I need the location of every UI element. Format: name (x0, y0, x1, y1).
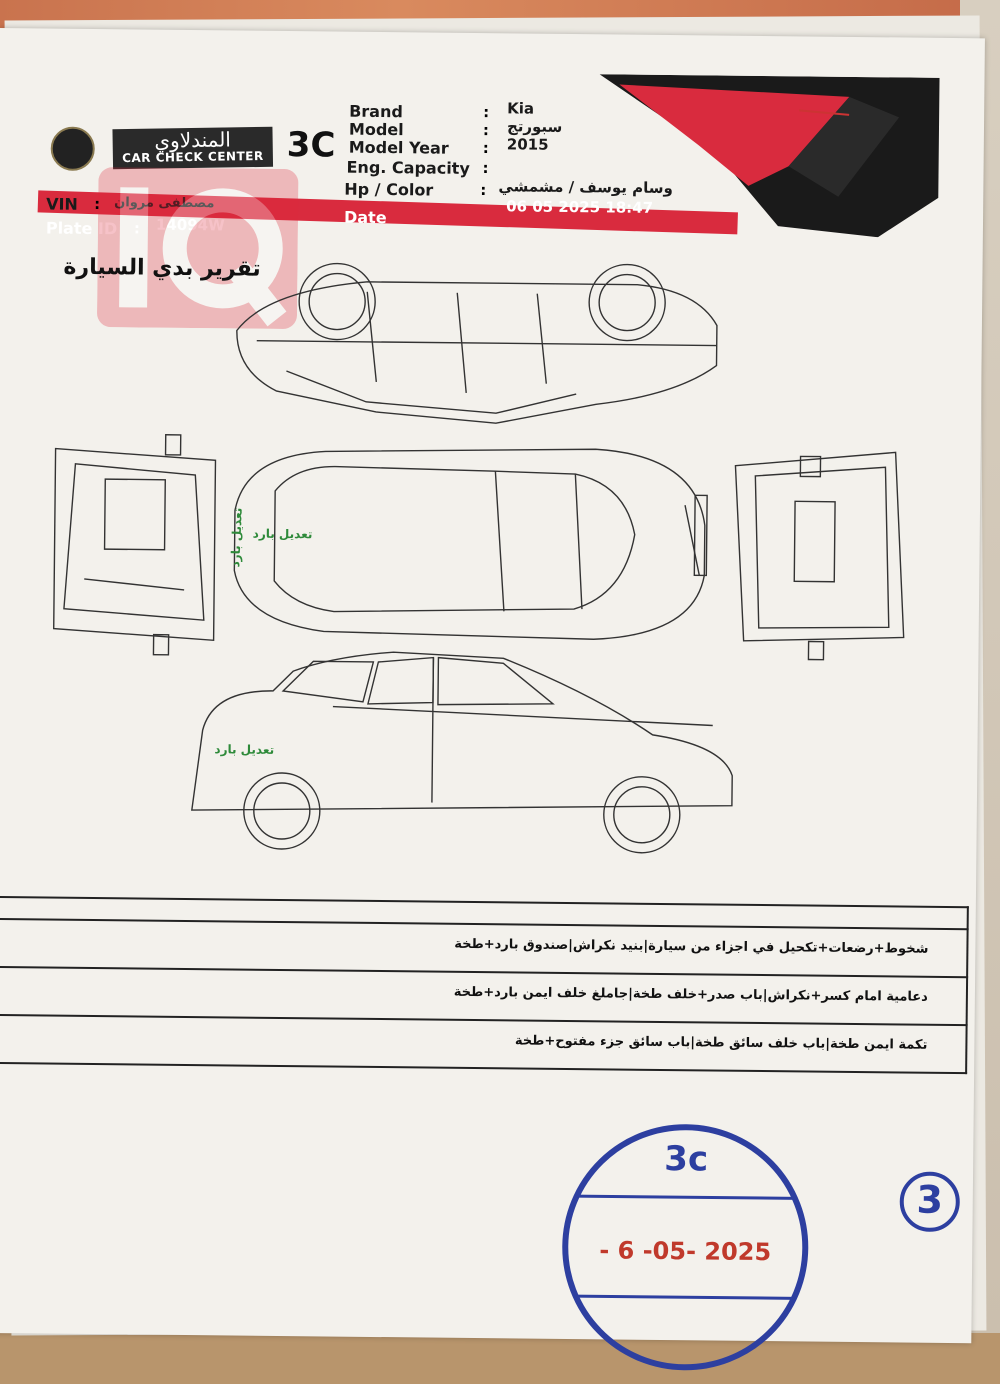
logo-box: المندلاوي CAR CHECK CENTER (112, 126, 274, 170)
car-front-view (734, 451, 905, 661)
table-right-border (965, 906, 969, 1075)
car-roof-view (233, 448, 708, 640)
colon: : (482, 139, 489, 158)
logo-name-en: CAR CHECK CENTER (122, 148, 264, 166)
header-decoration (599, 74, 940, 238)
center-code: 3C (286, 125, 336, 166)
colon: : (482, 121, 490, 140)
vin-label: VIN (46, 194, 78, 214)
car-side-view-bottom (191, 651, 733, 854)
inspection-sheet: المندلاوي CAR CHECK CENTER 3C Brand Mode… (0, 28, 985, 1371)
car-side-view-top (236, 262, 718, 424)
brand-label: Brand (349, 101, 403, 122)
eng-capacity-label: Eng. Capacity (346, 157, 470, 178)
table-divider (0, 965, 969, 979)
stamp-code: 3c (664, 1139, 709, 1180)
model-year-label: Model Year (348, 137, 449, 158)
iq-watermark-logo (97, 167, 299, 329)
inspection-stamp: 3c - 6 -05- 2025 (554, 1116, 817, 1379)
table-bottom-border (0, 1061, 968, 1075)
car-body-diagram (53, 262, 905, 854)
logo-emblem-icon (50, 126, 95, 171)
finding-row: تكمة ايمن طخة|باب خلف سائق طخة|باب سائق … (514, 1033, 928, 1053)
date-label: Date (343, 207, 387, 228)
table-divider (0, 917, 969, 931)
model-year-value: 2015 (506, 135, 549, 154)
colon: : (480, 181, 487, 200)
side-view-note: تعديل بارد (214, 742, 275, 757)
page-number-badge (899, 1171, 960, 1232)
date-value: 06 05 2025 18:47 (506, 197, 654, 217)
page-number: 3 (916, 1177, 944, 1222)
model-label: Model (348, 119, 404, 140)
stamp-date: - 6 -05- 2025 (599, 1236, 772, 1267)
colon: : (482, 159, 489, 178)
findings-table: شخوط+رضعات+تكحيل في اجزاء من سيارة|بنيد … (0, 895, 969, 1075)
roof-view-note: تعديل بارد (252, 526, 313, 542)
finding-row: دعامية امام كسر+نكراش|باب صدر+خلف طخة|جا… (453, 984, 928, 1005)
car-rear-view (53, 434, 217, 656)
model-value: سبورتج (506, 117, 563, 136)
colon: : (483, 103, 490, 122)
brand-value: Kia (507, 99, 535, 118)
rear-view-note: تعديل بارد (228, 507, 245, 568)
finding-row: شخوط+رضعات+تكحيل في اجزاء من سيارة|بنيد … (454, 936, 929, 957)
hp-color-value: وسام يوسف / مشمشي (498, 177, 674, 198)
table-divider (0, 1013, 968, 1027)
table-top-border (0, 895, 969, 909)
hp-color-label: Hp / Color (344, 179, 434, 200)
